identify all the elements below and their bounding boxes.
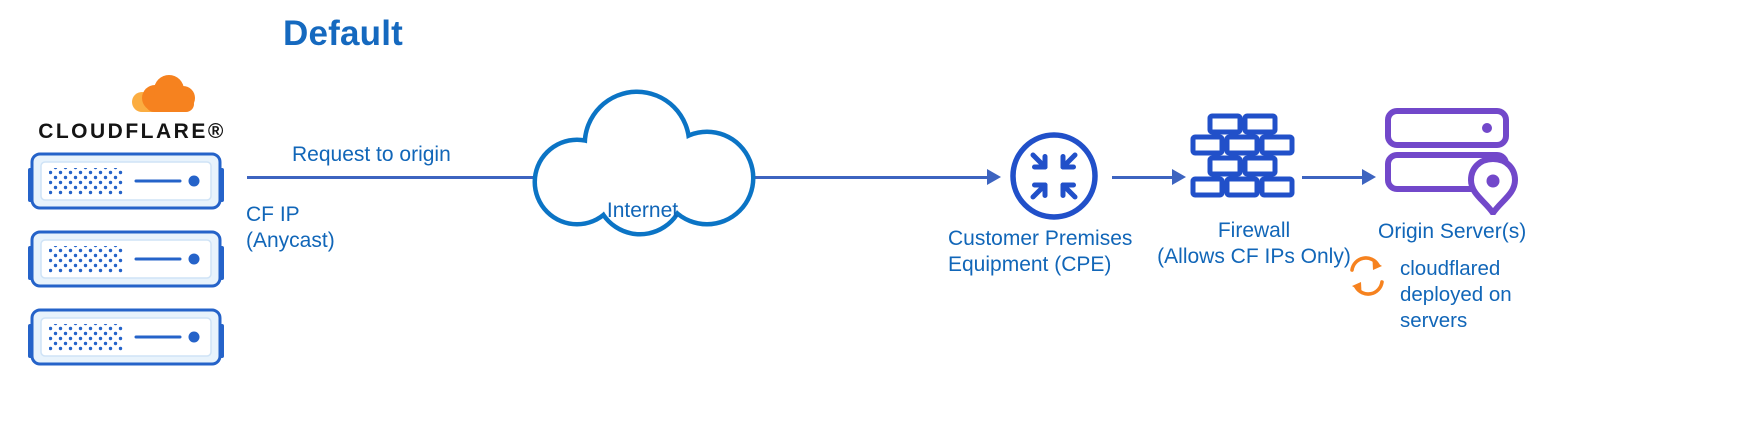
cloudflare-wordmark: CLOUDFLARE® [38,120,226,143]
cf-ip-anycast-label: CF IP (Anycast) [246,203,335,252]
cloudflare-cloud-icon [128,70,200,120]
origin-server-stack-icon [1385,107,1523,215]
cloudflared-sync-arrows-icon [1344,255,1390,297]
firewall-label: Firewall (Allows CF IPs Only) [1157,219,1351,268]
cpe-arrows-converge-icon [1008,130,1100,222]
request-arrow-head [987,169,1001,185]
edge-server-icon [28,228,224,290]
request-to-origin-label: Request to origin [292,143,451,166]
cpe-label: Customer Premises Equipment (CPE) [948,227,1133,276]
firewall-brick-wall-icon [1190,113,1296,201]
edge-server-icon [28,150,224,212]
internet-label: Internet [606,199,679,222]
firewall-to-origin-arrow-line [1302,176,1362,179]
firewall-to-origin-arrow-head [1362,169,1376,185]
cpe-to-firewall-arrow-line [1112,176,1172,179]
edge-server-icon [28,306,224,368]
origin-server-label: Origin Server(s) [1378,220,1527,243]
internet-cloud-icon: Internet [505,80,780,248]
cloudflared-note: cloudflared deployed on servers [1400,257,1512,332]
diagram-title: Default [283,14,404,53]
cpe-to-firewall-arrow-head [1172,169,1186,185]
